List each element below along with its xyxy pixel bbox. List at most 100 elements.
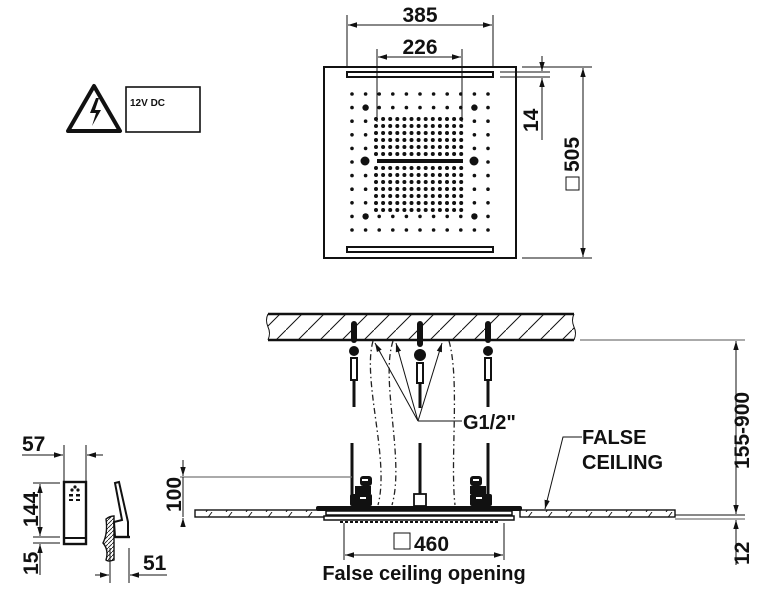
nozzle-dot xyxy=(423,124,428,128)
nozzle-dot xyxy=(402,124,407,128)
nozzle-dot xyxy=(430,117,435,121)
nozzle-dot xyxy=(350,228,354,232)
nozzle-dot xyxy=(459,117,464,121)
nozzle-dot xyxy=(388,194,393,198)
nozzle-dot xyxy=(409,180,414,184)
nozzle-dot xyxy=(350,146,354,151)
nozzle-dot xyxy=(377,228,382,232)
dim-label-12: 12 xyxy=(731,542,754,565)
nozzle-dot xyxy=(350,214,354,219)
nozzle-dot xyxy=(437,138,442,142)
dim-label-144: 144 xyxy=(20,492,43,527)
nozzle-dot xyxy=(486,92,490,96)
nozzle-dot xyxy=(416,166,421,170)
nozzle-dot xyxy=(388,187,393,191)
square-symbol-icon xyxy=(393,532,411,550)
nozzle-dot xyxy=(430,166,435,170)
nozzle-dot xyxy=(452,166,457,170)
nozzle-dot xyxy=(395,173,400,177)
nozzle-dot xyxy=(377,105,382,110)
nozzle-dot xyxy=(445,131,449,135)
nozzle-dot xyxy=(416,208,421,212)
nozzle-dot xyxy=(363,133,368,137)
nozzle-dot xyxy=(459,201,464,205)
nozzle-dot xyxy=(418,105,422,110)
nozzle-dot xyxy=(430,124,435,128)
nozzle-dot xyxy=(395,152,400,156)
wall-section xyxy=(102,515,115,562)
nozzle-dot xyxy=(437,131,442,135)
nozzle-dot xyxy=(431,228,436,232)
center-fitting xyxy=(413,493,427,507)
nozzle-dot xyxy=(402,131,407,135)
nozzle-dot xyxy=(423,152,428,156)
control-unit: 57 144 15 51 xyxy=(20,433,167,583)
nozzle-dot xyxy=(363,146,368,151)
nozzle-dot xyxy=(445,214,450,219)
nozzle-dot xyxy=(363,119,368,123)
nozzle-dot xyxy=(381,201,386,205)
nozzle-dot xyxy=(445,152,449,156)
nozzle-dot xyxy=(437,145,442,149)
nozzle-dot xyxy=(437,152,442,156)
nozzle-dot xyxy=(381,145,386,149)
nozzle-dot xyxy=(402,201,407,205)
opening-caption: False ceiling opening xyxy=(322,563,525,585)
nozzle-dot xyxy=(486,214,490,219)
nozzle-dot xyxy=(409,166,414,170)
nozzle-dot xyxy=(472,133,477,137)
nozzle-dot xyxy=(404,92,409,96)
dim-label-460: 460 xyxy=(414,533,449,556)
led-strip-top xyxy=(346,71,494,78)
nozzle-dot xyxy=(486,201,490,205)
nozzle-dot xyxy=(409,131,414,135)
dim-label-57: 57 xyxy=(22,433,45,456)
nozzle-dot xyxy=(402,180,407,184)
break-line xyxy=(266,313,270,341)
nozzle-dot xyxy=(374,152,378,156)
nozzle-dot xyxy=(472,146,477,151)
nozzle-dot xyxy=(423,145,428,149)
nozzle-dot xyxy=(362,104,369,111)
false-ceiling-leader xyxy=(544,436,582,510)
nozzle-dot xyxy=(416,152,421,156)
warning-sign: 12V DC xyxy=(66,84,201,133)
nozzle-dot xyxy=(445,173,449,177)
nozzle-dot xyxy=(437,117,442,121)
nozzle-dot xyxy=(472,228,477,232)
nozzle-dot xyxy=(423,173,428,177)
nozzle-dot xyxy=(388,208,393,212)
nozzle-dot xyxy=(350,133,354,137)
nozzle-dot xyxy=(363,173,368,178)
nozzle-dot xyxy=(381,131,386,135)
false-ceiling-left xyxy=(194,509,331,518)
nozzle-dot xyxy=(395,145,400,149)
nozzle-dot xyxy=(360,156,370,166)
dim-label-51: 51 xyxy=(143,552,167,575)
water-supply-fittings xyxy=(349,321,493,495)
nozzle-dot xyxy=(486,160,490,164)
nozzle-dot xyxy=(418,92,422,96)
nozzle-dot xyxy=(445,138,449,142)
nozzle-dot xyxy=(409,194,414,198)
nozzle-dot xyxy=(472,187,477,191)
nozzle-dot xyxy=(459,214,463,219)
nozzle-dot xyxy=(381,208,386,212)
nozzle-dot xyxy=(430,187,435,191)
dim-label-14: 14 xyxy=(520,108,543,132)
nozzle-dot xyxy=(423,138,428,142)
nozzle-dot xyxy=(445,187,449,191)
nozzle-dot xyxy=(430,138,435,142)
nozzle-dot xyxy=(452,180,457,184)
nozzle-dot xyxy=(381,117,386,121)
nozzle-dot xyxy=(391,228,395,232)
keypad-side-profile xyxy=(112,480,129,538)
nozzle-dot xyxy=(388,180,393,184)
nozzle-dot xyxy=(402,187,407,191)
nozzle-dot xyxy=(374,131,378,135)
nozzle-dot xyxy=(459,180,464,184)
nozzle-dot xyxy=(445,208,449,212)
nozzle-dot xyxy=(402,194,407,198)
nozzle-dot xyxy=(409,152,414,156)
